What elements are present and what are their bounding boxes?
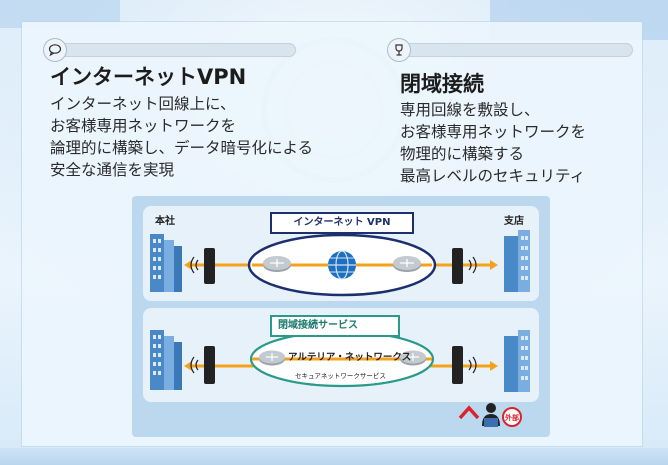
- wine-glass-icon: [388, 39, 410, 61]
- branch-label-vpn: 支店: [504, 216, 524, 227]
- bottom-strip: [0, 448, 668, 465]
- branch-building-icon: [504, 230, 530, 292]
- external-label: 外部: [505, 414, 519, 422]
- progress-track: [400, 43, 633, 57]
- branch-router-icon: [452, 346, 477, 384]
- external-badge-icon: [502, 407, 522, 427]
- network-diagram: 本社 支店 インターネット VPN 閉域接続サービス アルテリア・ネットワークス…: [132, 196, 550, 437]
- head-office-building-icon: [150, 330, 182, 390]
- progress-track: [58, 43, 296, 57]
- branch-building-icon: [504, 330, 530, 392]
- internet-vpn-desc-line-2: お客様専用ネットワークを: [50, 117, 237, 135]
- closed-network-desc-line-4: 最高レベルのセキュリティ: [400, 167, 586, 185]
- head-office-building-icon: [150, 234, 182, 292]
- closed-network-desc-line-2: お客様専用ネットワークを: [400, 123, 587, 141]
- closed-network-desc-line-3: 物理的に構築する: [400, 145, 525, 163]
- blocked-arrow-icon: [458, 405, 480, 420]
- closed-network-title: 閉域接続: [400, 72, 484, 96]
- head-office-router-icon: [190, 248, 215, 284]
- chat-bubble-icon: [44, 39, 66, 61]
- vpn-router-right-icon: [393, 256, 421, 272]
- closed-router-right-icon: [400, 350, 426, 366]
- vpn-router-left-icon: [263, 256, 291, 272]
- head-office-label-vpn: 本社: [155, 216, 175, 227]
- internet-vpn-desc-line-3: 論理的に構築し、データ暗号化による: [50, 139, 314, 157]
- closed-title-box: 閉域接続サービス: [270, 315, 400, 337]
- branch-router-icon: [452, 248, 477, 284]
- provider-label: アルテリア・ネットワークス: [288, 352, 412, 363]
- internet-globe-icon: [328, 250, 356, 280]
- external-user-icon: [482, 403, 500, 427]
- head-office-router-icon: [190, 346, 215, 384]
- closed-router-left-icon: [259, 350, 285, 366]
- internet-vpn-desc-line-4: 安全な通信を実現: [50, 161, 175, 179]
- internet-vpn-title: インターネットVPN: [50, 65, 247, 89]
- internet-vpn-desc-line-1: インターネット回線上に、: [50, 95, 236, 113]
- vpn-title-box: インターネット VPN: [270, 212, 414, 234]
- diagram-graphics: [150, 230, 530, 427]
- service-label: セキュアネットワークサービス: [295, 372, 386, 380]
- closed-network-desc-line-1: 専用回線を敷設し、: [400, 101, 540, 119]
